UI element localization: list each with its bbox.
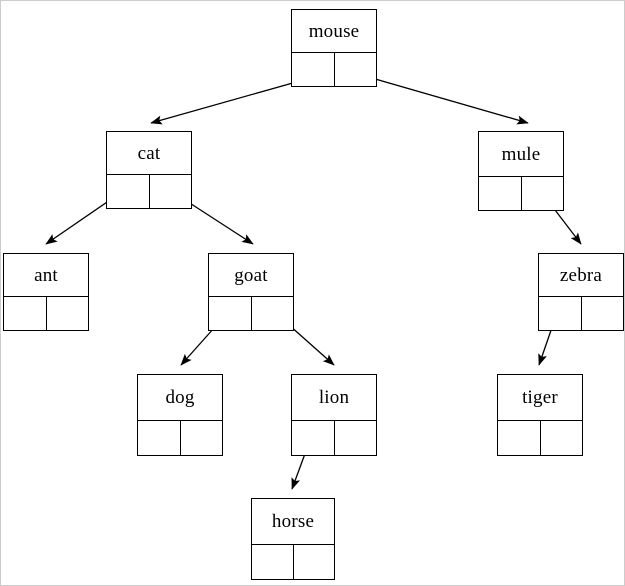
tree-node-label: lion [318,387,350,408]
tree-node-right-pointer-cell[interactable] [522,177,564,210]
tree-node-cat[interactable]: cat [106,131,192,209]
tree-node-left-pointer-cell[interactable] [292,53,335,86]
tree-node-left-pointer-cell[interactable] [138,421,181,455]
tree-node-pointer-row [138,420,222,455]
tree-node-label: ant [34,264,58,286]
tree-node-label: dog [165,387,195,408]
tree-edge-arrow [350,71,529,125]
tree-node-dog[interactable]: dog [137,374,223,456]
tree-node-right-pointer-cell[interactable] [294,545,335,579]
tree-node-label: tiger [522,387,558,408]
tree-node-label: mouse [308,20,360,42]
tree-node-right-pointer-cell[interactable] [582,297,624,330]
tree-node-label: goat [234,264,268,286]
tree-node-pointer-row [4,296,88,330]
tree-node-right-pointer-cell[interactable] [335,53,377,86]
tree-node-label: cat [137,142,161,164]
tree-node-mule[interactable]: mule [478,131,564,211]
tree-node-pointer-row [292,420,376,455]
tree-node-right-pointer-cell[interactable] [47,297,89,330]
tree-node-right-pointer-cell[interactable] [150,175,192,208]
tree-node-pointer-row [107,174,191,208]
tree-node-left-pointer-cell[interactable] [498,421,541,455]
tree-node-right-pointer-cell[interactable] [335,421,377,455]
tree-node-label: zebra [559,264,603,286]
tree-node-right-pointer-cell[interactable] [541,421,583,455]
tree-node-pointer-row [539,296,623,330]
tree-node-mouse[interactable]: mouse [291,9,377,87]
tree-node-pointer-row [209,296,293,330]
tree-node-left-pointer-cell[interactable] [539,297,582,330]
tree-node-horse[interactable]: horse [251,498,335,580]
tree-node-left-pointer-cell[interactable] [479,177,522,210]
tree-node-ant[interactable]: ant [3,253,89,331]
tree-node-pointer-row [292,52,376,86]
tree-node-pointer-row [479,176,563,210]
tree-node-left-pointer-cell[interactable] [4,297,47,330]
tree-node-left-pointer-cell[interactable] [107,175,150,208]
tree-node-zebra[interactable]: zebra [538,253,624,331]
tree-node-goat[interactable]: goat [208,253,294,331]
tree-node-lion[interactable]: lion [291,374,377,456]
tree-node-label: mule [501,143,541,165]
tree-node-right-pointer-cell[interactable] [181,421,223,455]
tree-node-left-pointer-cell[interactable] [292,421,335,455]
tree-node-tiger[interactable]: tiger [497,374,583,456]
tree-node-pointer-row [498,420,582,455]
tree-node-label: horse [271,511,315,532]
tree-node-left-pointer-cell[interactable] [209,297,252,330]
tree-node-right-pointer-cell[interactable] [252,297,294,330]
tree-node-pointer-row [252,544,334,579]
tree-node-left-pointer-cell[interactable] [252,545,294,579]
